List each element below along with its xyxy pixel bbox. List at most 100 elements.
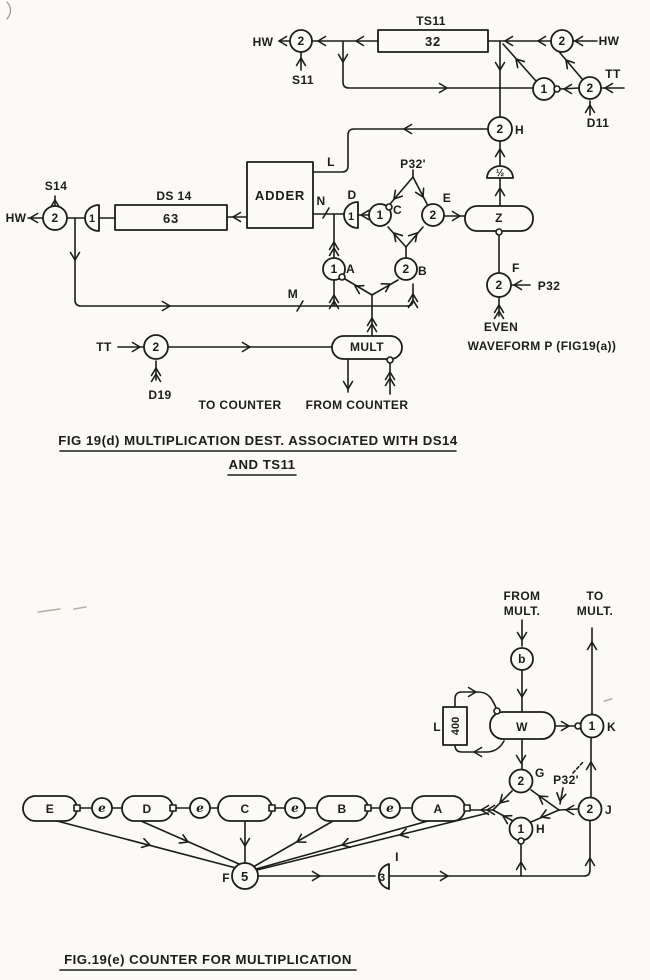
port-b-label: B [418, 264, 427, 278]
gate-digit: 1 [330, 262, 337, 276]
to-counter-label: TO COUNTER [198, 398, 281, 412]
s14-signal-label: S14 [45, 179, 68, 193]
port-n-label: N [316, 194, 325, 208]
gate-circle-tt-top [578, 76, 602, 100]
half-pulse-gate [486, 165, 514, 179]
fig-19e: FROM MULT. TO MULT. b W L 400 1 K 2 G P3… [22, 589, 616, 971]
gate-digit: 1 [89, 213, 95, 225]
gate-digit: 2 [517, 774, 524, 788]
s11-signal-label: S11 [292, 73, 314, 87]
gate-digit: 2 [297, 34, 304, 48]
gate-circle-e [421, 203, 445, 227]
p32-prime-label: P32' [400, 157, 426, 171]
delay-circle [91, 797, 113, 819]
to-mult-line2: MULT. [577, 604, 613, 618]
gate-circle-j [577, 796, 603, 822]
mult-unit-pill [331, 335, 403, 360]
fig-19d-caption-line2: AND TS11 [228, 457, 295, 472]
even-waveform-line2: WAVEFORM P (FIG19(a)) [468, 339, 617, 353]
d19-signal-label: D19 [148, 388, 171, 402]
port-l-label: L [327, 155, 335, 169]
gate-circle-c [368, 203, 392, 227]
b-gate-label: b [518, 652, 526, 666]
fig-19e-labels: FROM MULT. TO MULT. b W L 400 1 K 2 G P3… [46, 589, 616, 885]
w-unit-label: W [516, 720, 528, 734]
fig-19e-arrowheads [140, 631, 598, 882]
even-waveform-line1: EVEN [484, 320, 518, 334]
stage-letter: E [46, 802, 54, 816]
delay-letter: e [386, 801, 394, 815]
from-counter-label: FROM COUNTER [306, 398, 409, 412]
fig-19d-wires [27, 40, 625, 395]
fig-19d: HW 2 S11 TS11 32 2 HW 1 2 TT D11 2 H ½ L… [6, 14, 625, 476]
gate-digit: 2 [586, 81, 593, 95]
counter-five-circle [231, 862, 259, 890]
stage-letter: B [337, 802, 346, 816]
port-a-label: A [346, 262, 355, 276]
half-adder-gate-d [343, 201, 359, 229]
gate-digit: 2 [558, 34, 565, 48]
gate-circle-f [486, 272, 512, 298]
delay-letter: e [291, 801, 299, 815]
port-f-label: F [512, 261, 520, 275]
port-d-label: D [347, 188, 356, 202]
scan-artifacts [6, 1, 613, 702]
ds14-label: DS 14 [156, 189, 191, 203]
gate-digit: 3 [379, 872, 385, 884]
gate-digit: 1 [348, 211, 354, 223]
ts11-delay-store-box [377, 29, 489, 53]
adder-label: ADDER [255, 188, 305, 203]
to-mult-line1: TO [586, 589, 603, 603]
gate-digit: 2 [402, 262, 409, 276]
adder-box [246, 161, 314, 229]
from-mult-line1: FROM [504, 589, 541, 603]
p32-signal-label: P32 [538, 279, 561, 293]
fig-19d-caption-line1: FIG 19(d) MULTIPLICATION DEST. ASSOCIATE… [58, 433, 458, 448]
gate-digit: 2 [586, 802, 593, 816]
gate-digit: 2 [495, 278, 502, 292]
fig-19d-caption: FIG 19(d) MULTIPLICATION DEST. ASSOCIATE… [58, 433, 458, 476]
fig-19d-nodes [42, 29, 602, 364]
gate-circle-tt-in [143, 334, 169, 360]
gate-digit: 1 [588, 719, 595, 733]
l-delay-box [442, 706, 468, 746]
gate-circle-g [508, 768, 534, 794]
fig-19e-caption-line: FIG.19(e) COUNTER FOR MULTIPLICATION [64, 952, 352, 967]
gate-circle-hw-in [550, 29, 574, 53]
half-adder-gate-i [377, 863, 390, 890]
port-h-label: H [536, 822, 545, 836]
port-e-label: E [443, 191, 451, 205]
ds14-delay-store-box [114, 204, 228, 231]
p32-prime-label: P32' [553, 773, 579, 787]
stage-letter: A [433, 802, 442, 816]
port-k-label: K [607, 720, 616, 734]
gate-digit: 1 [517, 822, 524, 836]
port-m-label: M [288, 287, 298, 301]
gate-digit: 1 [376, 208, 383, 222]
port-g-label: G [535, 766, 545, 780]
half-gate-label: ½ [496, 168, 504, 179]
gate-circle-s11-out [289, 29, 313, 53]
from-mult-line2: MULT. [504, 604, 540, 618]
hw-out-mid-label: HW [6, 211, 27, 225]
gate-circle-s14-out [42, 205, 68, 231]
ts11-value: 32 [425, 34, 441, 49]
z-unit-label: Z [495, 211, 503, 225]
w-unit-pill [489, 711, 556, 740]
stage-letter: C [240, 802, 249, 816]
b-gate-circle [510, 647, 534, 671]
delay-circle [189, 797, 211, 819]
counter-five-label: 5 [241, 869, 249, 884]
fig-19e-nodes [22, 647, 605, 890]
delay-circle [379, 797, 401, 819]
gate-digit: 2 [496, 122, 503, 136]
delay-letter: e [196, 801, 204, 815]
hw-in-top-label: HW [599, 34, 620, 48]
ds14-value: 63 [163, 211, 179, 226]
port-j-label: J [605, 803, 612, 817]
port-c-label: C [393, 203, 402, 217]
l-delay-value: 400 [450, 717, 462, 735]
port-l-label: L [433, 720, 441, 734]
